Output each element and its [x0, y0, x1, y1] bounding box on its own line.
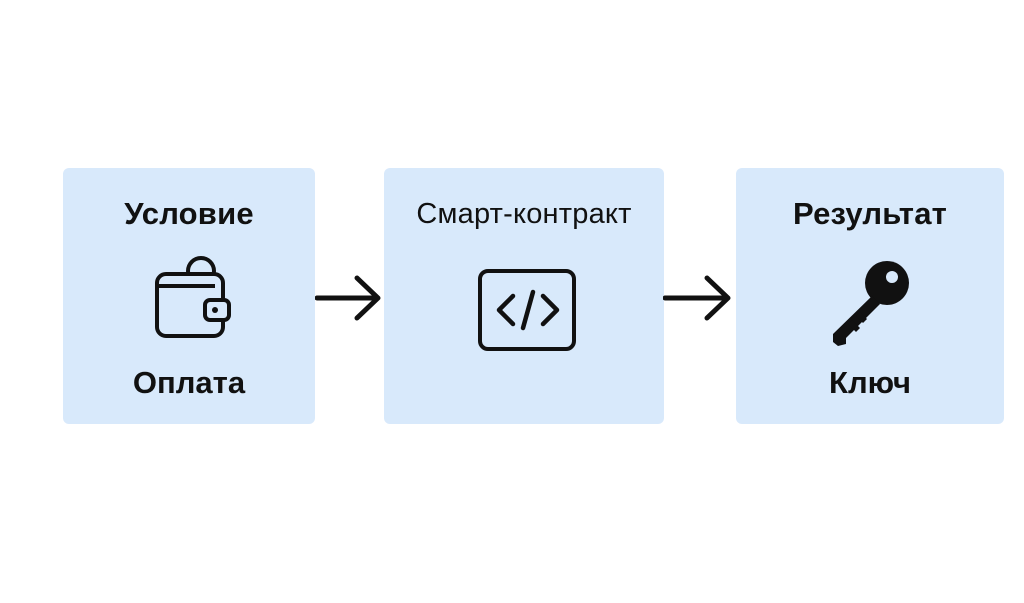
wallet-icon	[155, 256, 231, 338]
code-icon	[478, 269, 576, 351]
step-condition: Условие Оплата	[63, 168, 315, 424]
step-label: Оплата	[132, 365, 246, 400]
step-result: Результат Ключ	[736, 168, 1004, 424]
step-smart-contract: Смарт-контракт	[384, 168, 664, 424]
step-label: Ключ	[829, 365, 911, 400]
arrow-right-icon	[663, 275, 731, 321]
step-title: Результат	[792, 196, 948, 231]
arrow-right-icon	[315, 275, 381, 321]
key-icon	[833, 261, 909, 346]
step-title: Смарт-контракт	[416, 198, 632, 230]
step-title: Условие	[124, 196, 254, 231]
